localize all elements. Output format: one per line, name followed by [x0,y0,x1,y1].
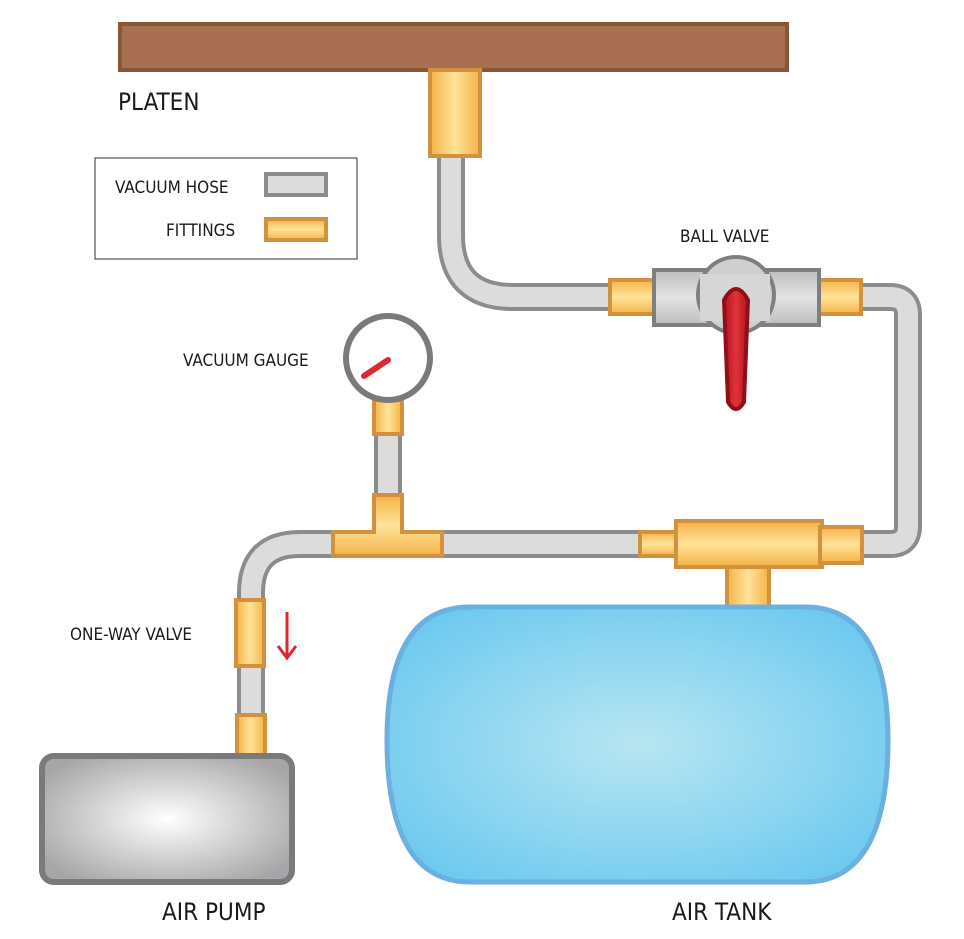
air-pump [39,753,295,885]
platen-bar [118,22,789,72]
one-way-valve-fitting [234,598,266,668]
legend: VACUUM HOSE FITTINGS [94,157,358,260]
platen-label: PLATEN [118,88,199,116]
gauge-riser-fitting [372,398,404,436]
vacuum-gauge-label: VACUUM GAUGE [183,351,309,371]
gauge-needle [361,357,391,379]
legend-fitting-swatch [264,217,328,242]
flow-direction-arrow [276,612,298,661]
tank-inlet-left-fitting [638,530,680,558]
tank-inlet-right-fitting [818,525,864,565]
legend-fittings-label: FITTINGS [166,221,235,241]
vacuum-hoses [237,155,922,715]
tank-cross-fitting [674,519,824,569]
air-pump-label: AIR PUMP [162,898,265,926]
vacuum-gauge [343,313,433,403]
legend-hose-swatch [264,172,328,197]
pump-fitting [235,713,267,759]
ball-valve-left-fitting [608,278,658,316]
ball-valve-right-fitting [815,278,863,316]
air-tank-label: AIR TANK [672,898,772,926]
fittings [234,68,864,759]
air-tank [384,604,891,885]
tee-fitting [331,493,444,558]
tank-neck-fitting [725,565,771,609]
ball-valve-label: BALL VALVE [680,227,769,247]
platen-fitting [428,68,482,158]
ball-valve [652,255,821,411]
legend-hose-label: VACUUM HOSE [115,178,229,198]
ball-valve-handle [721,287,751,411]
one-way-valve-label: ONE-WAY VALVE [70,625,192,645]
